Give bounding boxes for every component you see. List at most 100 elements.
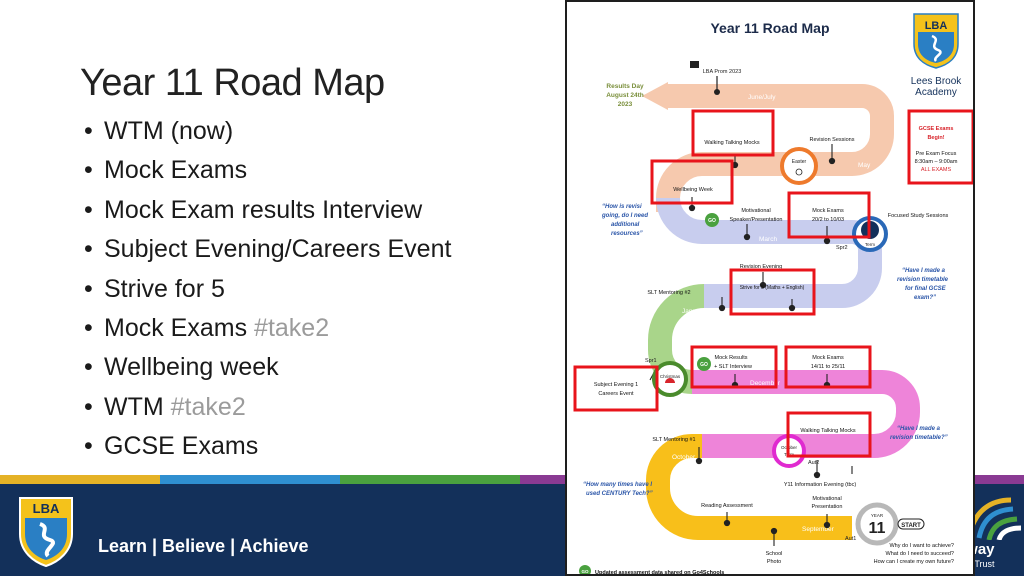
spr2-label: Spr2 [836,245,848,251]
aut2-label: Aut2 [808,460,819,466]
why-line3: How can I create my own future? [874,559,954,565]
gcse-box-content: GCSE Exams Begin! Pre Exam Focus 8:30am … [915,126,958,173]
month-october: October [672,454,696,461]
highlight-boxes [573,109,973,458]
bullet-text: Strive for 5 [104,274,225,303]
event-motivational-b-line1: Motivational [812,496,841,502]
bullet-item: •WTM #take2 [84,392,246,421]
slide-title: Year 11 Road Map [80,62,385,104]
event-slt-mentoring-1: SLT Mentoring #1 [652,437,695,443]
gcse-line2: Begin! [927,135,944,141]
start-badge [897,518,925,530]
month-march: March [759,236,777,243]
pre-exam-line2: 8:30am – 9:00am [915,159,958,165]
bullet-item: •Strive for 5 [84,274,225,303]
event-mock-results-line1: Mock Results [714,355,747,361]
event-y11-info-evening: Y11 Information Evening (tbc) [784,482,857,488]
roadmap-diagram: June/July May March February January Dec… [573,13,973,576]
quote-timetable-line4: exam?” [914,295,936,301]
event-wellbeing-week: Wellbeing Week [673,187,713,193]
event-revision-evening: Revision Evening [740,264,783,270]
year-number: 11 [869,520,886,537]
event-motivational-b-line2: Presentation [812,504,843,510]
bullet-text: Wellbeing week [104,353,279,382]
quote-timetable-b-line2: revision timetable?” [890,435,948,441]
quote-revise-line4: resources” [611,231,643,237]
results-day-line1: Results Day [606,83,644,90]
grad-cap-icon [690,61,699,68]
year11-start-ring: YEAR 11 [855,502,899,546]
bullet-item: •Mock Exams [84,156,248,185]
highlight-wtm-b [786,411,872,458]
bullet-text: Mock Exam results Interview [104,195,423,224]
go-badge-text: GO [700,362,708,368]
highlight-mock-results [690,345,778,389]
quote-revise-line3: additional [611,222,640,228]
quote-revise-line1: “How is revisi [602,204,642,210]
go4schools-note: Updated assessment data shared on Go4Sch… [595,570,724,576]
bullet-item: •Subject Evening/Careers Event [84,235,452,264]
results-day-line2: August 24th [606,92,644,99]
trust-name-line2: ng Trust [962,559,995,569]
results-day-line3: 2023 [618,101,633,108]
month-september: September [802,526,835,533]
event-mock-results-line2: + SLT Interview [714,364,752,370]
quote-century-line1: “How many times have I [583,482,652,488]
event-wtm-mocks: Walking Talking Mocks [704,140,760,146]
bullet-text: Mock Exams [104,156,248,185]
christmas-label: Christmas [660,374,681,379]
event-focused-study: Focused Study Sessions [888,213,949,219]
quote-timetable-b-line1: “Have I made a [897,426,941,432]
bullet-text: Mock Exams [104,314,248,343]
roadmap-image: June/July May March February January Dec… [565,0,975,576]
prom-label: LBA Prom 2023 [703,69,742,75]
event-slt-mentoring-2: SLT Mentoring #2 [647,290,690,296]
event-mock-exams-a-line1: Mock Exams [812,208,844,214]
event-reading-assessment: Reading Assessment [701,503,753,509]
bullet-item: •Mock Exams #take2 [84,314,330,343]
quote-century-line2: used CENTURY Tech?” [586,491,653,497]
highlight-mock-exams-a [787,191,871,239]
why-line2: What do I need to succeed? [886,551,955,557]
quote-timetable-line3: for final GCSE [905,286,947,292]
why-questions: Why do I want to achieve? What do I need… [874,543,954,565]
event-subject-evening-line2: Careers Event [598,391,634,397]
results-day: Results Day August 24th 2023 [606,83,644,108]
bullet-item: •WTM (now) [84,117,234,145]
spr1-label: Spr1 [645,358,657,364]
month-may: May [858,162,871,169]
bunny-icon [795,168,803,176]
bullet-text: WTM (now) [104,117,234,145]
quote-revise-line2: going, do I need [601,213,648,219]
christmas-ring: Christmas [652,361,688,397]
roadmap-title: Year 11 Road Map [710,20,829,36]
month-february: February [847,309,874,316]
month-january: January [682,308,706,315]
event-subject-evening-line1: Subject Evening 1 [594,382,638,388]
highlight-subject-evening [573,365,659,412]
bullet-tag: #take2 [170,392,246,421]
event-school-photo-line2: Photo [767,559,781,565]
aut1-label: Aut1 [845,536,856,542]
why-line1: Why do I want to achieve? [889,543,954,549]
go-badge-text: GO [581,569,589,574]
santa-hat-icon [665,378,675,383]
bullet-text: WTM [104,392,164,421]
bullet-text: Subject Evening/Careers Event [104,235,452,264]
month-june: June/July [748,94,776,101]
lba-shield-logo: LBA [19,497,73,568]
quote-timetable-line1: “Have I made a [902,268,946,274]
term-label: Term [865,242,875,247]
road-arrow-head [642,82,668,110]
event-revision-sessions: Revision Sessions [810,137,855,143]
quote-timetable-line2: revision timetable [897,277,949,283]
event-pins [649,144,853,546]
highlight-mock-exams-b [784,345,872,389]
go-badge-text: GO [708,218,716,224]
event-wtm-mocks-b: Walking Talking Mocks [800,428,856,434]
gcse-line1: GCSE Exams [919,126,954,132]
event-motivational-line2: Speaker/Presentation [730,217,783,223]
event-strive-for-5: Strive for 5 (Maths + English) [740,285,805,291]
month-december: December [750,380,781,387]
school-name-line1: Lees Brook [911,76,963,87]
